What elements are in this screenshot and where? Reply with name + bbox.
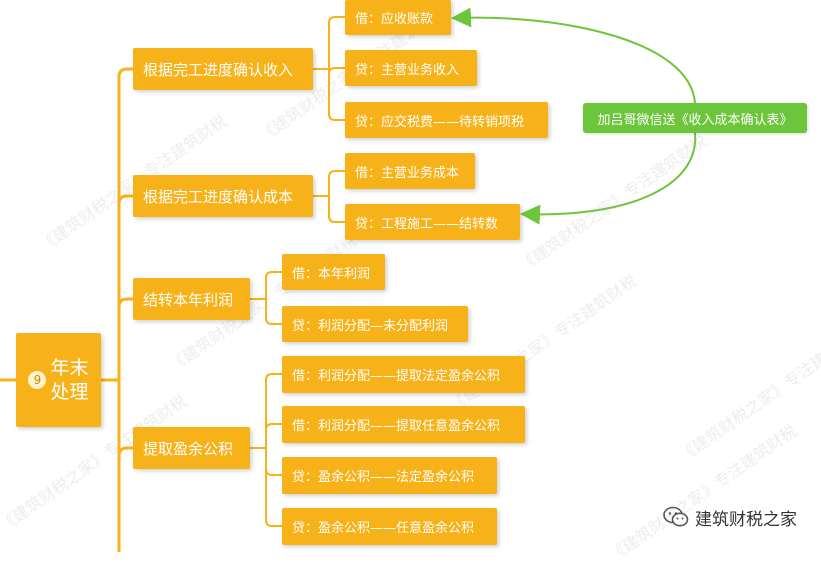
note-callout[interactable]: 加吕哥微信送《收入成本确认表》 [583,103,807,133]
arrow-to-receivable [451,7,696,104]
branch-node-surplus[interactable]: 提取盈余公积 [133,427,250,469]
leaf-node[interactable]: 贷：盈余公积——任意盈余公积 [282,508,497,545]
connector-line [328,16,346,24]
connector-line [265,468,283,476]
leaf-node[interactable]: 借：本年利润 [282,254,385,290]
leaf-node[interactable]: 借：应收账款 [345,0,451,35]
connector-line [265,519,283,527]
connector-line [117,297,135,309]
branch-node-cost[interactable]: 根据完工进度确认成本 [133,175,313,217]
connector-line [265,317,283,325]
connector-line [117,194,135,206]
connector-line [265,423,283,431]
brand-footer: 建筑财税之家 [663,503,797,531]
wechat-icon [663,506,689,527]
connector-lines [0,7,697,552]
connector-line [328,67,346,75]
root-number-badge: 9 [28,371,47,389]
leaf-node[interactable]: 贷：应交税费——待转销项税 [345,102,548,138]
leaf-node[interactable]: 借：利润分配——提取任意盈余公积 [282,406,525,443]
connector-line [328,113,346,121]
connector-line [265,271,283,279]
connector-line [265,373,283,381]
connector-line [117,67,135,79]
root-node[interactable]: 9 年末 处理 [16,333,101,427]
connector-line [117,446,135,458]
branch-node-revenue[interactable]: 根据完工进度确认收入 [133,48,313,90]
leaf-node[interactable]: 贷：利润分配—未分配利润 [282,306,468,342]
leaf-node[interactable]: 贷：盈余公积——法定盈余公积 [282,457,497,494]
leaf-node[interactable]: 借：主营业务成本 [345,153,475,189]
connector-line [328,170,346,178]
leaf-node[interactable]: 贷：主营业务收入 [345,50,477,86]
root-label: 年末 处理 [50,357,89,403]
connector-line [328,215,346,223]
brand-label: 建筑财税之家 [695,509,797,530]
leaf-node[interactable]: 借：利润分配——提取法定盈余公积 [282,356,525,393]
leaf-node[interactable]: 贷：工程施工——结转数 [345,204,520,240]
branch-node-profit[interactable]: 结转本年利润 [133,278,250,320]
arrow-to-carryover [520,132,697,225]
